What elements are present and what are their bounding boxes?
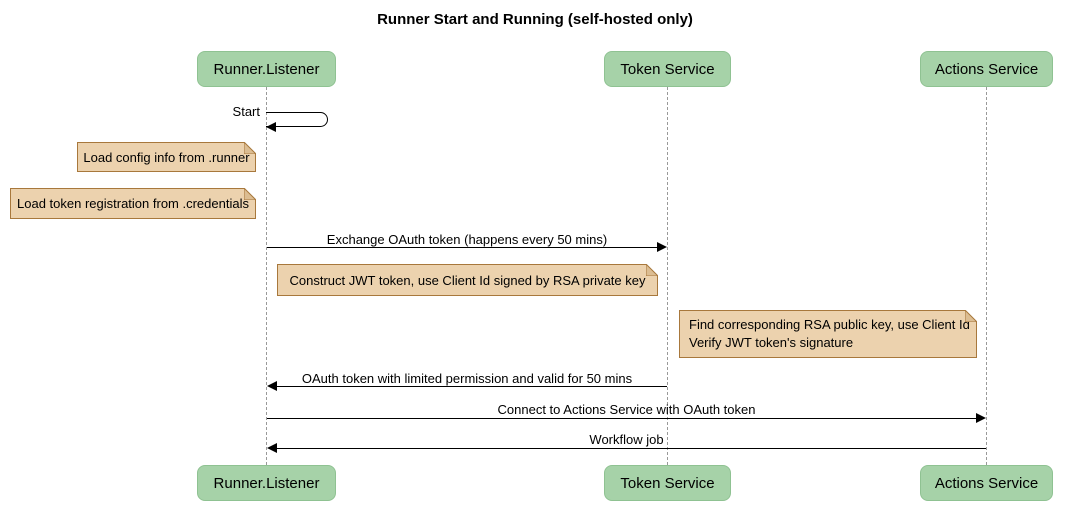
message-workflow-job-line — [277, 448, 986, 449]
note-fold-icon — [646, 264, 658, 276]
message-oauth-return-line — [277, 386, 667, 387]
note-text: Load token registration from .credential… — [17, 196, 249, 211]
participant-runner-listener-bottom: Runner.Listener — [197, 465, 336, 501]
diagram-title: Runner Start and Running (self-hosted on… — [377, 11, 693, 28]
note-text-line1: Find corresponding RSA public key, use C… — [689, 317, 970, 332]
participant-label: Actions Service — [934, 60, 1039, 78]
participant-token-service-bottom: Token Service — [604, 465, 731, 501]
participant-label: Runner.Listener — [213, 60, 320, 78]
note-text: Construct JWT token, use Client Id signe… — [289, 272, 646, 288]
participant-label: Actions Service — [934, 474, 1039, 492]
message-workflow-job-arrowhead — [267, 443, 277, 453]
self-message-start-loop — [266, 112, 328, 127]
note-text: Load config info from .runner — [83, 149, 250, 165]
self-message-start-label: Start — [232, 104, 260, 119]
participant-label: Runner.Listener — [213, 474, 320, 492]
self-message-start-arrowhead — [266, 122, 276, 132]
message-oauth-return-arrowhead — [267, 381, 277, 391]
note-fold-icon — [965, 310, 977, 322]
message-exchange-oauth-label: Exchange OAuth token (happens every 50 m… — [326, 232, 608, 247]
participant-label: Token Service — [620, 474, 715, 492]
lifeline-actions-service — [986, 87, 987, 465]
message-connect-actions-line — [267, 418, 976, 419]
note-fold-icon — [244, 142, 256, 154]
note-fold-icon — [244, 188, 256, 200]
message-oauth-return-label: OAuth token with limited permission and … — [301, 371, 633, 386]
participant-label: Token Service — [620, 60, 715, 78]
note-text-line2: Verify JWT token's signature — [689, 335, 854, 350]
note-verify-jwt: Find corresponding RSA public key, use C… — [679, 310, 977, 358]
message-exchange-oauth-arrowhead — [657, 242, 667, 252]
message-exchange-oauth-line — [267, 247, 658, 248]
participant-actions-service-top: Actions Service — [920, 51, 1053, 87]
note-load-credentials: Load token registration from .credential… — [10, 188, 256, 219]
note-construct-jwt: Construct JWT token, use Client Id signe… — [277, 264, 658, 296]
participant-token-service-top: Token Service — [604, 51, 731, 87]
note-load-config: Load config info from .runner — [77, 142, 256, 172]
message-connect-actions-label: Connect to Actions Service with OAuth to… — [497, 402, 756, 417]
lifeline-runner-listener — [266, 87, 267, 465]
lifeline-token-service — [667, 87, 668, 465]
participant-runner-listener-top: Runner.Listener — [197, 51, 336, 87]
participant-actions-service-bottom: Actions Service — [920, 465, 1053, 501]
message-connect-actions-arrowhead — [976, 413, 986, 423]
message-workflow-job-label: Workflow job — [589, 432, 664, 447]
